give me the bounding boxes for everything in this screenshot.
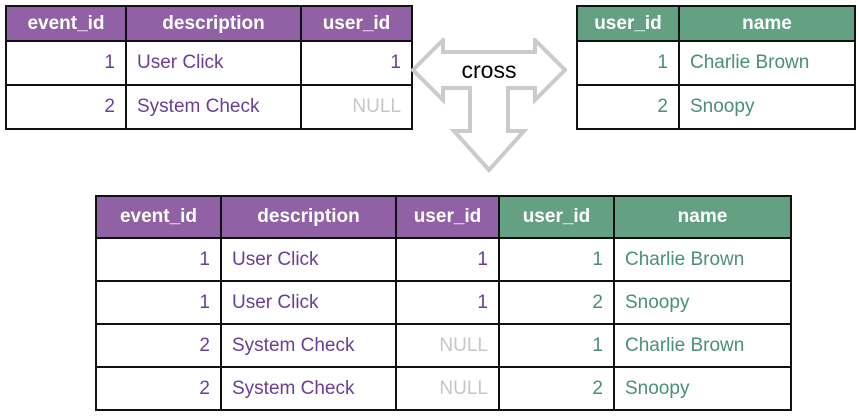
result-table: event_id description user_id user_id nam… [95,195,792,411]
table-cell: 1 [498,237,615,282]
events-header-event-id: event_id [5,5,127,42]
header-row: event_id description user_id user_id nam… [95,195,792,239]
header-row: event_id description user_id [5,5,413,42]
table-cell: 2 [498,366,615,411]
table-cell: Snoopy [613,366,792,411]
table-cell: 1 [95,237,222,282]
events-header-description: description [125,5,302,42]
cross-operator-label: cross [461,57,517,83]
table-row: 1 User Click 1 1 Charlie Brown [95,237,792,282]
result-header-user-id-left: user_id [395,195,500,239]
table-cell: System Check [220,366,397,411]
table-cell: 2 [5,84,127,130]
result-header-event-id: event_id [95,195,222,239]
users-header-user-id: user_id [576,5,680,42]
result-header-name: name [613,195,792,239]
table-row: 2 Snoopy [576,84,856,130]
table-cell: System Check [220,323,397,368]
table-cell: 1 [95,280,222,325]
table-row: 1 User Click 1 2 Snoopy [95,280,792,325]
result-header-description: description [220,195,397,239]
table-cell: 2 [95,323,222,368]
table-cell: 1 [395,280,500,325]
table-cell: 2 [95,366,222,411]
table-cell: NULL [300,84,413,130]
events-table: event_id description user_id 1 User Clic… [5,5,413,130]
table-cell: User Click [220,280,397,325]
table-cell: User Click [220,237,397,282]
header-row: user_id name [576,5,856,42]
table-row: 1 User Click 1 [5,40,413,86]
table-cell: 1 [395,237,500,282]
result-header-user-id-right: user_id [498,195,615,239]
table-row: 2 System Check NULL 1 Charlie Brown [95,323,792,368]
table-cell: 2 [576,84,680,130]
events-header-user-id: user_id [300,5,413,42]
table-row: 2 System Check NULL 2 Snoopy [95,366,792,411]
cross-join-arrow-icon [411,38,567,174]
table-cell: User Click [125,40,302,86]
table-cell: 1 [576,40,680,86]
table-row: 1 Charlie Brown [576,40,856,86]
table-cell: Snoopy [678,84,856,130]
users-table: user_id name 1 Charlie Brown 2 Snoopy [576,5,856,130]
table-row: 2 System Check NULL [5,84,413,130]
table-cell: 1 [498,323,615,368]
table-cell: Charlie Brown [678,40,856,86]
table-cell: Charlie Brown [613,237,792,282]
table-cell: 1 [5,40,127,86]
table-cell: NULL [395,366,500,411]
table-cell: NULL [395,323,500,368]
table-cell: Charlie Brown [613,323,792,368]
users-header-name: name [678,5,856,42]
table-cell: System Check [125,84,302,130]
table-cell: 1 [300,40,413,86]
table-cell: 2 [498,280,615,325]
table-cell: Snoopy [613,280,792,325]
